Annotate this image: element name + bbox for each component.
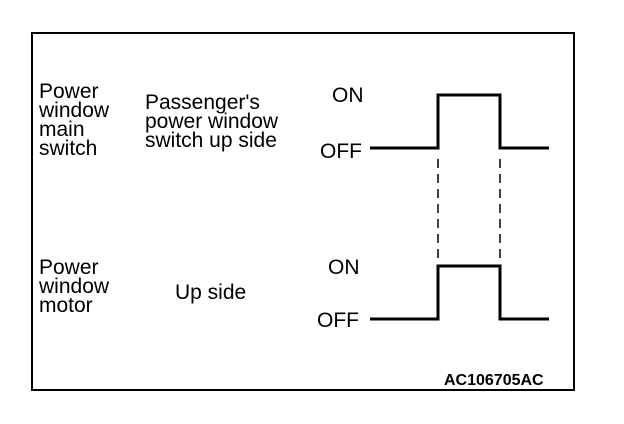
motor-component-line-1: Power [39, 256, 99, 279]
switch-signal-line-1: Passenger's [145, 91, 260, 114]
motor-waveform [370, 264, 549, 321]
switch-component-line-4: switch [39, 137, 98, 160]
motor-component-line-2: window [39, 275, 110, 298]
switch-signal-line-3: switch up side [145, 129, 277, 152]
motor-on-label: ON [328, 256, 360, 279]
switch-off-label: OFF [320, 140, 362, 163]
figure-code: AC106705AC [444, 372, 544, 389]
diagram-frame [31, 32, 575, 391]
motor-signal-label: Up side [175, 281, 247, 304]
switch-component-line-3: main [39, 118, 85, 141]
switch-signal-label: Passenger's power window switch up side [145, 91, 279, 152]
motor-off-label: OFF [317, 309, 359, 332]
switch-signal-line-2: power window [145, 110, 279, 133]
switch-component-line-1: Power [39, 80, 99, 103]
switch-component-line-2: window [39, 99, 110, 122]
switch-on-label: ON [332, 84, 364, 107]
motor-component-label: Power window motor [39, 256, 110, 317]
switch-component-label: Power window main switch [39, 80, 110, 160]
motor-component-line-3: motor [39, 294, 93, 317]
switch-waveform [370, 93, 549, 150]
